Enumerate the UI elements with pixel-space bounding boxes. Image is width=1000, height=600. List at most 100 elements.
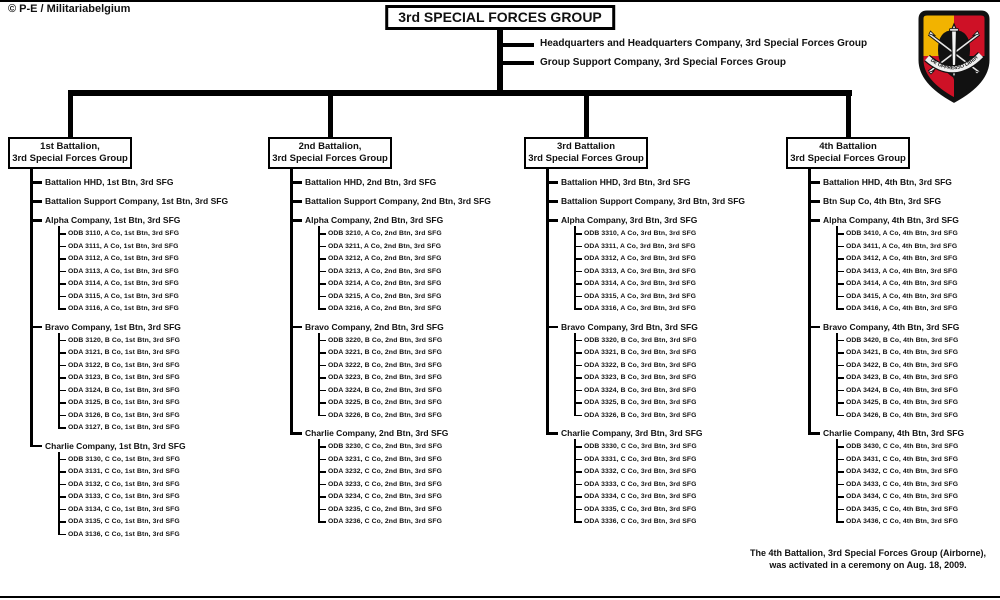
detachment-label: ODB 3320, B Co, 3rd Btn, 3rd SFG [584,336,697,344]
detachment-label: ODA 3422, B Co, 4th Btn, 3rd SFG [846,361,959,369]
detachment-item: ODA 3411, A Co, 4th Btn, 3rd SFG [836,238,1000,252]
detachment-label: ODA 3233, C Co, 2nd Btn, 3rd SFG [328,480,442,488]
company-item: Alpha Company, 4th Btn, 3rd SFG ODB 3410,… [808,207,1000,314]
detachment-item: ODA 3216, A Co, 2nd Btn, 3rd SFG [318,301,520,314]
detachment-item: ODA 3214, A Co, 2nd Btn, 3rd SFG [318,276,520,289]
detachment-item: ODA 3124, B Co, 1st Btn, 3rd SFG [58,382,260,396]
detachment-item: ODA 3432, C Co, 4th Btn, 3rd SFG [836,464,1000,477]
detachment-label: ODA 3232, C Co, 2nd Btn, 3rd SFG [328,468,442,475]
detachment-label: ODA 3133, C Co, 1st Btn, 3rd SFG [68,493,180,500]
detachment-label: ODA 3136, C Co, 1st Btn, 3rd SFG [68,530,180,538]
detachment-item: ODA 3224, B Co, 2nd Btn, 3rd SFG [318,382,520,396]
detachment-item: ODB 3310, A Co, 3rd Btn, 3rd SFG [574,226,776,239]
detachment-label: ODB 3230, C Co, 2nd Btn, 3rd SFG [328,443,443,450]
detachment-label: ODA 3132, C Co, 1st Btn, 3rd SFG [68,480,180,488]
detachment-label: ODA 3416, A Co, 4th Btn, 3rd SFG [846,305,958,312]
detachment-item: ODA 3222, B Co, 2nd Btn, 3rd SFG [318,357,520,371]
detachment-item: ODA 3413, A Co, 4th Btn, 3rd SFG [836,263,1000,277]
detachment-item: ODB 3430, C Co, 4th Btn, 3rd SFG [836,439,1000,452]
company-item: Charlie Company, 4th Btn, 3rd SFG ODB 343… [808,420,1000,527]
detachment-item: ODA 3116, A Co, 1st Btn, 3rd SFG [58,301,260,314]
detachment-item: ODA 3426, B Co, 4th Btn, 3rd SFG [836,407,1000,421]
detachment-item: ODA 3331, C Co, 3rd Btn, 3rd SFG [574,451,776,465]
detachment-item: ODA 3131, C Co, 1st Btn, 3rd SFG [58,464,260,477]
special-forces-crest: DE OPPRESSO LIBER [924,22,985,80]
detachment-item: ODA 3221, B Co, 2nd Btn, 3rd SFG [318,345,520,358]
battalion-3-drop-line [584,96,589,137]
item-label: Bravo Company, 4th Btn, 3rd SFG [823,321,960,332]
detachment-label: ODA 3212, A Co, 2nd Btn, 3rd SFG [328,255,442,262]
detachment-item: ODA 3127, B Co, 1st Btn, 3rd SFG [58,420,260,433]
detachment-item: ODA 3431, C Co, 4th Btn, 3rd SFG [836,451,1000,465]
detachment-label: ODA 3222, B Co, 2nd Btn, 3rd SFG [328,361,442,369]
detachment-item: ODA 3335, C Co, 3rd Btn, 3rd SFG [574,501,776,515]
detachment-item: ODA 3421, B Co, 4th Btn, 3rd SFG [836,345,1000,358]
detachment-item: ODA 3313, A Co, 3rd Btn, 3rd SFG [574,263,776,277]
detachment-label: ODA 3315, A Co, 3rd Btn, 3rd SFG [584,292,696,300]
detachment-label: ODA 3421, B Co, 4th Btn, 3rd SFG [846,349,959,356]
battalion-name-line-2: 3rd Special Forces Group [12,153,128,164]
detachment-item: ODA 3433, C Co, 4th Btn, 3rd SFG [836,476,1000,490]
detachment-label: ODA 3425, B Co, 4th Btn, 3rd SFG [846,399,959,406]
detachment-label: ODA 3235, C Co, 2nd Btn, 3rd SFG [328,505,442,513]
copyright-text: © P-E / Militariabelgium [8,3,131,15]
detachment-label: ODB 3410, A Co, 4th Btn, 3rd SFG [846,230,958,237]
detachment-item: ODB 3130, C Co, 1st Btn, 3rd SFG [58,451,260,465]
detachment-item: ODA 3435, C Co, 4th Btn, 3rd SFG [836,501,1000,515]
detachment-item: ODA 3414, A Co, 4th Btn, 3rd SFG [836,276,1000,289]
battalion-unit-item: Btn Sup Co, 4th Btn, 3rd SFG [808,188,1000,207]
battalion-box: 2nd Battalion,3rd Special Forces Group [268,137,392,169]
detachment-label: ODB 3220, B Co, 2nd Btn, 3rd SFG [328,336,443,344]
detachment-label: ODA 3216, A Co, 2nd Btn, 3rd SFG [328,305,442,312]
detachment-label: ODA 3214, A Co, 2nd Btn, 3rd SFG [328,280,442,287]
page-bottom-border [0,596,1000,598]
item-label: Alpha Company, 4th Btn, 3rd SFG [823,215,959,225]
detachment-label: ODA 3225, B Co, 2nd Btn, 3rd SFG [328,399,442,406]
detachment-item: ODA 3236, C Co, 2nd Btn, 3rd SFG [318,514,520,527]
detachment-item: ODA 3123, B Co, 1st Btn, 3rd SFG [58,370,260,383]
detachment-item: ODA 3434, C Co, 4th Btn, 3rd SFG [836,489,1000,502]
item-label: Charlie Company, 1st Btn, 3rd SFG [45,440,186,451]
detachment-item: ODA 3314, A Co, 3rd Btn, 3rd SFG [574,276,776,289]
detachment-item: ODA 3213, A Co, 2nd Btn, 3rd SFG [318,263,520,277]
item-label: Battalion HHD, 1st Btn, 3rd SFG [45,177,174,187]
detachment-item: ODB 3120, B Co, 1st Btn, 3rd SFG [58,332,260,346]
detachment-label: ODA 3226, B Co, 2nd Btn, 3rd SFG [328,411,442,419]
battalion-name-line-1: 3rd Battalion [556,141,616,152]
detachment-label: ODA 3121, B Co, 1st Btn, 3rd SFG [68,349,180,356]
detachment-item: ODA 3135, C Co, 1st Btn, 3rd SFG [58,514,260,527]
item-label: Battalion HHD, 2nd Btn, 3rd SFG [305,177,437,187]
detachment-label: ODA 3311, A Co, 3rd Btn, 3rd SFG [584,242,696,250]
detachment-item: ODA 3223, B Co, 2nd Btn, 3rd SFG [318,370,520,383]
detachment-item: ODA 3416, A Co, 4th Btn, 3rd SFG [836,301,1000,314]
detachment-label: ODA 3234, C Co, 2nd Btn, 3rd SFG [328,493,442,500]
detachment-label: ODB 3430, C Co, 4th Btn, 3rd SFG [846,443,959,450]
detachment-label: ODA 3131, C Co, 1st Btn, 3rd SFG [68,468,180,475]
detachment-item: ODA 3232, C Co, 2nd Btn, 3rd SFG [318,464,520,477]
detachment-label: ODA 3431, C Co, 4th Btn, 3rd SFG [846,455,959,463]
detachment-label: ODA 3335, C Co, 3rd Btn, 3rd SFG [584,505,697,513]
detachment-label: ODA 3321, B Co, 3rd Btn, 3rd SFG [584,349,697,356]
battalion-box: 1st Battalion,3rd Special Forces Group [8,137,132,169]
detachment-label: ODA 3412, A Co, 4th Btn, 3rd SFG [846,255,958,262]
item-label: Charlie Company, 4th Btn, 3rd SFG [823,428,965,438]
company-detachments: ODB 3310, A Co, 3rd Btn, 3rd SFG ODA 3311… [574,226,776,314]
gsc-connector-line [500,61,534,65]
detachment-label: ODA 3432, C Co, 4th Btn, 3rd SFG [846,468,959,475]
detachment-label: ODA 3211, A Co, 2nd Btn, 3rd SFG [328,242,442,250]
detachment-label: ODA 3115, A Co, 1st Btn, 3rd SFG [68,292,179,300]
detachment-item: ODA 3336, C Co, 3rd Btn, 3rd SFG [574,514,776,527]
detachment-item: ODA 3423, B Co, 4th Btn, 3rd SFG [836,370,1000,383]
detachment-item: ODA 3112, A Co, 1st Btn, 3rd SFG [58,251,260,264]
detachment-item: ODA 3422, B Co, 4th Btn, 3rd SFG [836,357,1000,371]
